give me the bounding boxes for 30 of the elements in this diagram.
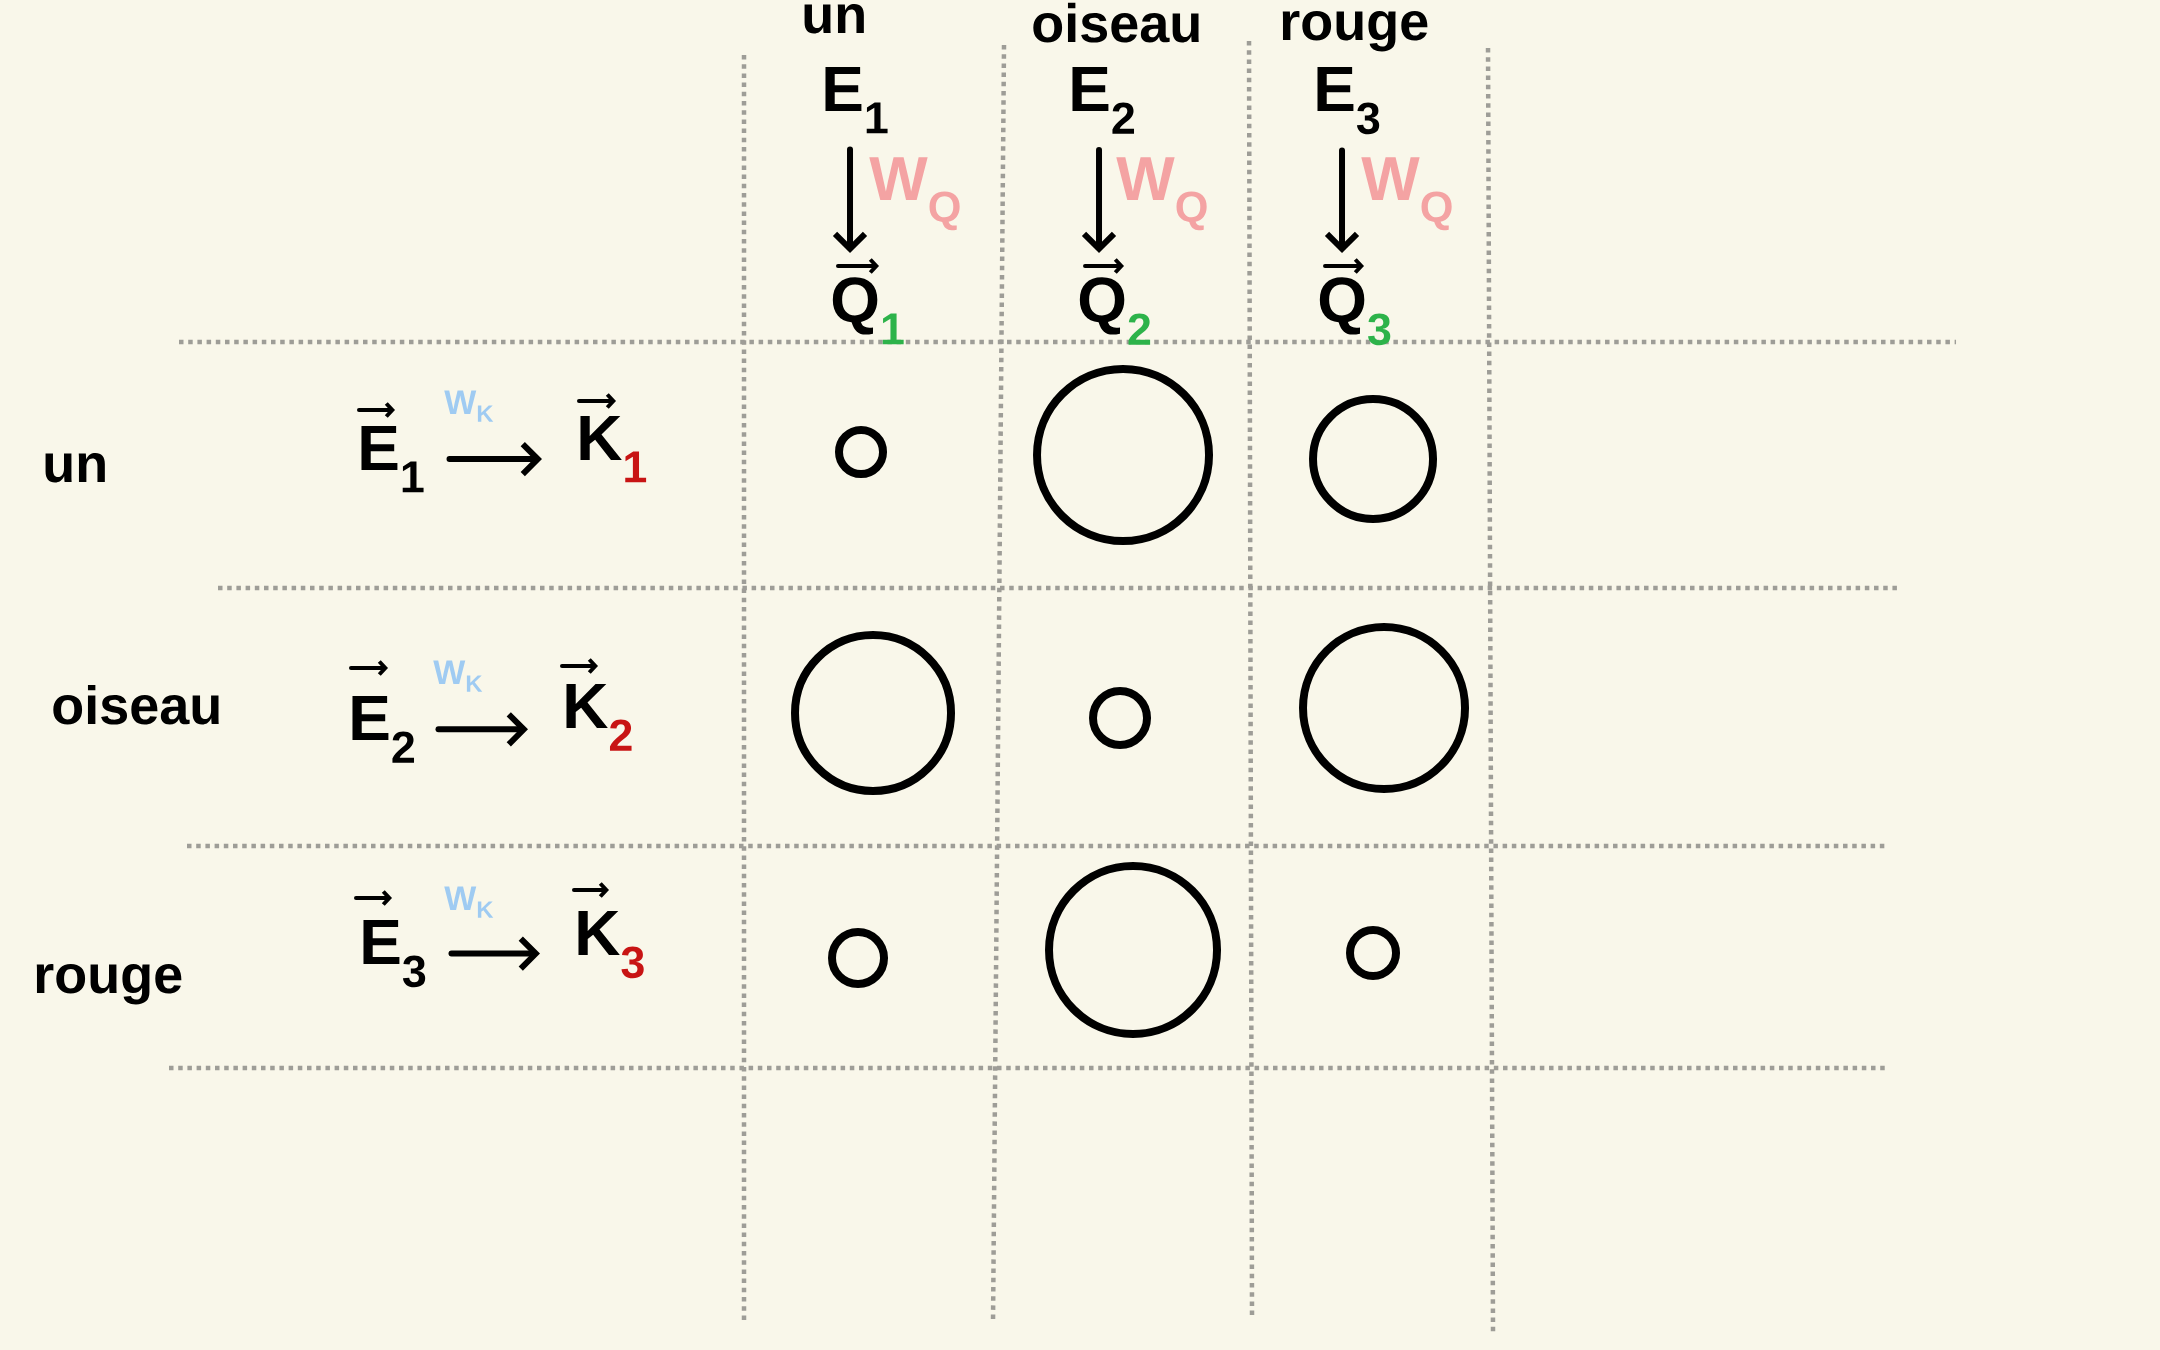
arrow — [832, 146, 868, 254]
arrow — [435, 712, 528, 747]
symbol: Q$_{1}$ — [832, 277, 904, 345]
symbol: K$_{1}$ — [580, 415, 647, 483]
symbol: Q$_{2}$ — [1079, 277, 1151, 345]
arrow — [1081, 146, 1117, 254]
symbol: K$_{2}$ — [566, 683, 632, 751]
edge-label: W$_{K}$ — [433, 660, 483, 692]
word-label: un — [45, 452, 105, 483]
symbol: E$_{1}$ — [825, 66, 888, 134]
word-label: oiseau — [1033, 2, 1199, 43]
edge-label: W$_{Q}$ — [1361, 157, 1452, 231]
edge-label: W$_{K}$ — [444, 886, 494, 918]
arrow — [1324, 147, 1360, 254]
symbol: E$_{2}$ — [352, 695, 414, 763]
symbol: E$_{1}$ — [361, 425, 424, 493]
symbol: E$_{3}$ — [363, 919, 426, 988]
symbol: Q$_{3}$ — [1319, 277, 1391, 346]
arrow — [448, 936, 540, 971]
word-label: oiseau — [53, 684, 219, 725]
symbol: K$_{3}$ — [578, 910, 644, 979]
word-label: un — [804, 3, 864, 34]
word-label: rouge — [36, 963, 182, 1005]
edge-label: W$_{Q}$ — [1116, 157, 1207, 231]
symbol: E$_{2}$ — [1072, 66, 1134, 134]
word-label: rouge — [1282, 10, 1428, 52]
symbol: E$_{3}$ — [1317, 66, 1380, 135]
arrow — [446, 442, 542, 477]
edge-label: W$_{K}$ — [444, 390, 494, 422]
edge-label: W$_{Q}$ — [869, 157, 960, 231]
